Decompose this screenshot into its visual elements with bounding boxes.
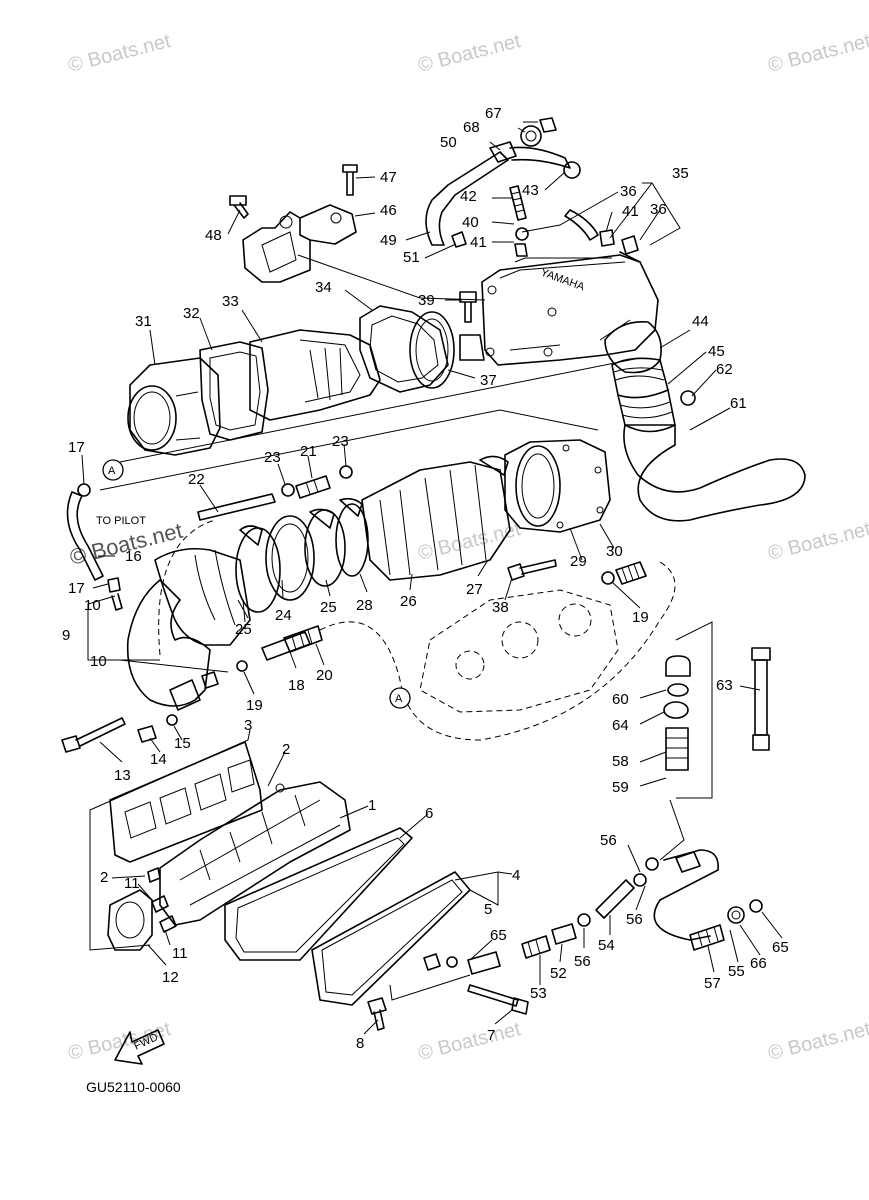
callout: 38	[492, 599, 509, 616]
callout: 65	[772, 939, 789, 956]
callout: 62	[716, 361, 733, 378]
callout: 15	[174, 735, 191, 752]
watermark: © Boats.net	[66, 30, 173, 77]
callout: 19	[632, 609, 649, 626]
callout: 47	[380, 169, 397, 186]
callout: 8	[356, 1035, 364, 1052]
callout: 53	[530, 985, 547, 1002]
callout: 57	[704, 975, 721, 992]
callout: 7	[487, 1027, 495, 1044]
callout: 2	[100, 869, 108, 886]
watermark: © Boats.net	[416, 1018, 523, 1065]
exhaust-pipe-assembly	[61, 439, 676, 753]
callout: 33	[222, 293, 239, 310]
callout: 4	[512, 867, 520, 884]
callout: 29	[570, 553, 587, 570]
callout: 67	[485, 105, 502, 122]
callout: 17	[68, 439, 85, 456]
callout: 52	[550, 965, 567, 982]
callout: 10	[84, 597, 101, 614]
reference-marker-a: A	[389, 687, 411, 709]
callout: 14	[150, 751, 167, 768]
callout: 30	[606, 543, 623, 560]
callout: 22	[188, 471, 205, 488]
callout: 48	[205, 227, 222, 244]
ref-a-label: A	[108, 465, 116, 477]
callout: 43	[522, 182, 539, 199]
callout: 25	[235, 621, 252, 638]
callout: 24	[275, 607, 292, 624]
callout: 36	[650, 201, 667, 218]
callout: 61	[730, 395, 747, 412]
pilot-label: TO PILOT	[96, 515, 146, 527]
callout: 45	[708, 343, 725, 360]
callout: 16	[125, 548, 142, 565]
reference-marker-a: A	[102, 459, 124, 481]
callout: 5	[484, 901, 492, 918]
callout: 39	[418, 292, 435, 309]
callout: 59	[612, 779, 629, 796]
callout: 56	[600, 832, 617, 849]
callout: 56	[626, 911, 643, 928]
callout: 19	[246, 697, 263, 714]
callout: 49	[380, 232, 397, 249]
callout: 40	[462, 214, 479, 231]
callout: 54	[598, 937, 615, 954]
callout: 36	[620, 183, 637, 200]
callout: 3	[244, 717, 252, 734]
ref-a-label: A	[395, 693, 403, 705]
callout: 64	[612, 717, 629, 734]
callout: 50	[440, 134, 457, 151]
diagram-code: GU52110-0060	[86, 1079, 181, 1095]
callout: 12	[162, 969, 179, 986]
callout: 46	[380, 202, 397, 219]
callout: 10	[90, 653, 107, 670]
watermark: © Boats.net	[766, 1018, 869, 1065]
watermark: © Boats.net	[766, 518, 869, 565]
callout: 60	[612, 691, 629, 708]
callout: 18	[288, 677, 305, 694]
callout: 31	[135, 313, 152, 330]
callout: 32	[183, 305, 200, 322]
callout: 2	[282, 741, 290, 758]
callout: 34	[315, 279, 332, 296]
callout: 25	[320, 599, 337, 616]
callout: 41	[622, 203, 639, 220]
callout: 13	[114, 767, 131, 784]
callout: 27	[466, 581, 483, 598]
callouts: 67 68 50 43 35 36 36 41 42 40 41 49 51 4…	[62, 105, 789, 1052]
callout: 23	[264, 449, 281, 466]
callout: 68	[463, 119, 480, 136]
callout: 42	[460, 188, 477, 205]
callout: 35	[672, 165, 689, 182]
callout: 11	[172, 945, 188, 962]
callout: 65	[490, 927, 507, 944]
callout: 6	[425, 805, 433, 822]
brand-label: YAMAHA	[539, 267, 587, 294]
callout: 11	[124, 875, 140, 892]
callout: 55	[728, 963, 745, 980]
callout: 21	[300, 443, 317, 460]
callout: 63	[716, 677, 733, 694]
callout: 1	[368, 797, 376, 814]
callout: 17	[68, 580, 85, 597]
watermark: © Boats.net	[416, 30, 523, 77]
callout: 66	[750, 955, 767, 972]
callout: 44	[692, 313, 709, 330]
callout: 9	[62, 627, 70, 644]
callout: 51	[403, 249, 420, 266]
callout: 37	[480, 372, 497, 389]
callout: 26	[400, 593, 417, 610]
callout: 56	[574, 953, 591, 970]
callout: 23	[332, 433, 349, 450]
callout: 28	[356, 597, 373, 614]
exhaust-manifold-assembly	[107, 647, 771, 1031]
callout: 58	[612, 753, 629, 770]
watermarks: © Boats.net © Boats.net © Boats.net © Bo…	[66, 30, 869, 1065]
callout: 41	[470, 234, 487, 251]
callout: 20	[316, 667, 333, 684]
leader-lines	[81, 121, 783, 1035]
watermark: © Boats.net	[766, 30, 869, 77]
